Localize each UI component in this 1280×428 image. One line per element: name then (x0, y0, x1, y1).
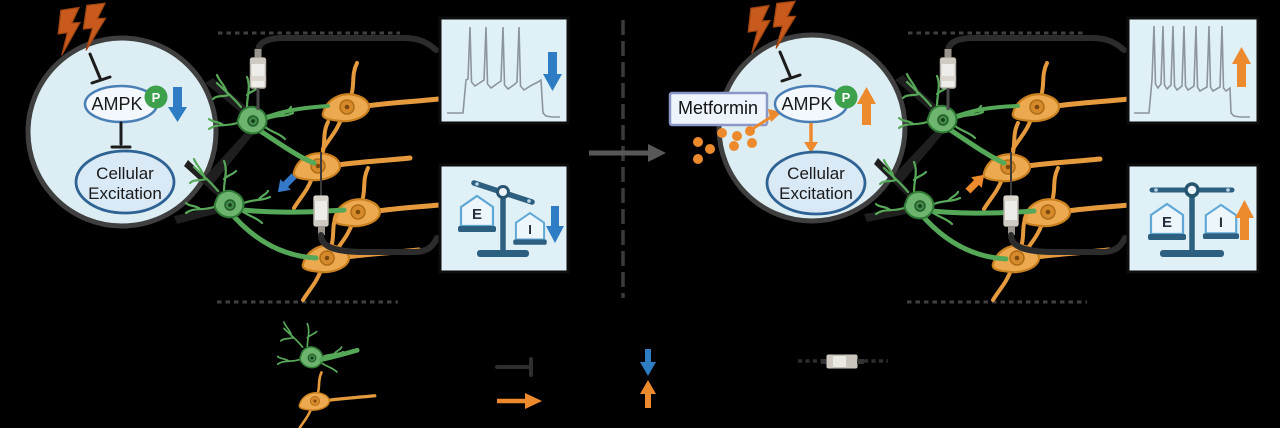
ei-decrease-arrow-icon (546, 206, 564, 243)
excitation-ellipse-right (765, 150, 867, 216)
ei-increase-arrow-icon (1235, 200, 1254, 240)
recording-cable-2-left (318, 232, 440, 255)
legend-decrease-arrow-icon (640, 349, 656, 376)
excitation-label-line1: Cellular (96, 164, 154, 183)
phospho-badge (144, 85, 168, 109)
recording-electrode-2-right (1003, 195, 1019, 235)
excitation-label-line2: Excitation (88, 184, 162, 203)
transition-arrow-icon (589, 144, 666, 162)
legend-recording-electrode-icon (798, 354, 888, 369)
trace-box-left (438, 16, 570, 125)
pyramidal-neurons-left (294, 63, 450, 300)
legend-inhibition-tbar-icon (495, 357, 533, 377)
excitatory-label-right: E (1162, 214, 1172, 231)
excitatory-label-left: E (472, 206, 482, 223)
inhibitory-label-left: I (528, 222, 532, 237)
spike-trace-left (447, 26, 560, 118)
recording-electrode-1-left (249, 47, 267, 112)
recording-electrode-1-right (939, 47, 957, 112)
ampk-label-right: AMPK (781, 94, 832, 114)
inhibition-tbar-top-left (88, 52, 112, 85)
recording-electrode-2-left (313, 195, 329, 235)
inhibitory-label-right: I (1219, 214, 1223, 230)
phospho-label-right: P (842, 90, 851, 105)
ampk-increase-arrow-icon (857, 87, 876, 125)
scale-pivot-left (496, 185, 510, 199)
phospho-badge-right (834, 85, 858, 109)
balance-box-right: E I (1126, 163, 1260, 274)
activation-arrow-mid-right (804, 123, 818, 153)
recording-cable-1-left (255, 35, 439, 55)
activity-increase-arrow-right (965, 174, 985, 194)
trace-box-right (1126, 16, 1260, 125)
scale-base-left (477, 250, 529, 257)
metformin-label-box (668, 91, 769, 127)
inhibition-tbar-top-right (778, 50, 802, 83)
legend (276, 321, 888, 428)
excitation-label-line2-right: Excitation (779, 184, 853, 203)
recording-cable-1-right (945, 35, 1127, 55)
inhibition-tbar-mid-left (110, 121, 132, 149)
scale-pivot-right (1184, 182, 1200, 198)
excitation-label-line1-right: Cellular (787, 164, 845, 183)
ampk-label: AMPK (91, 94, 142, 114)
firing-decrease-arrow-icon (543, 52, 562, 91)
excitation-ellipse (74, 149, 176, 215)
panel-metformin: Metformin AMPK P Cellular Excitation (668, 0, 1260, 304)
balance-box-left: E I (438, 163, 570, 274)
panel-baseline: AMPK P Cellular Excitation (25, 0, 570, 304)
legend-activation-arrow-icon (497, 393, 542, 409)
recording-cable-2-right (1008, 232, 1128, 255)
legend-green-interneuron-icon (276, 321, 360, 373)
spike-trace-right (1134, 25, 1250, 118)
pyramidal-neurons-right (984, 63, 1140, 300)
phospho-label: P (152, 90, 161, 105)
ampk-decrease-arrow-icon (168, 87, 187, 122)
activity-decrease-arrow-left (277, 173, 297, 193)
scale-base-right (1160, 250, 1224, 257)
legend-increase-arrow-icon (640, 380, 656, 408)
firing-increase-arrow-icon (1232, 47, 1251, 87)
metformin-label: Metformin (678, 98, 758, 118)
legend-orange-pyramidal-neuron-icon (297, 370, 377, 428)
